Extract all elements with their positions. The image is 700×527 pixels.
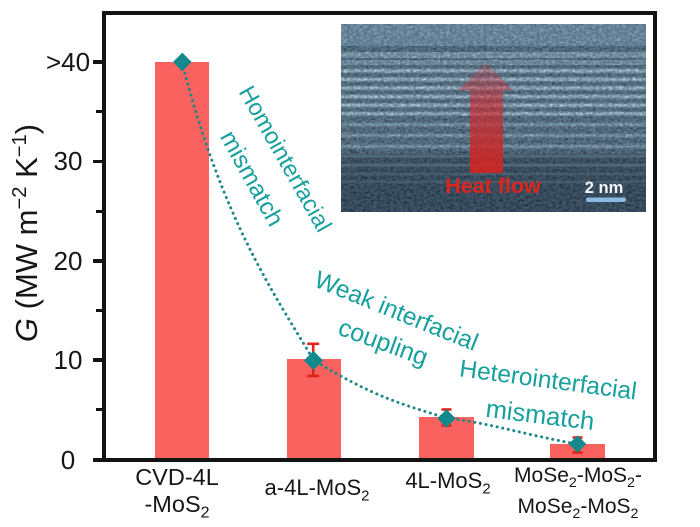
svg-text:2 nm: 2 nm <box>585 179 624 197</box>
svg-text:Heat flow: Heat flow <box>445 174 541 198</box>
